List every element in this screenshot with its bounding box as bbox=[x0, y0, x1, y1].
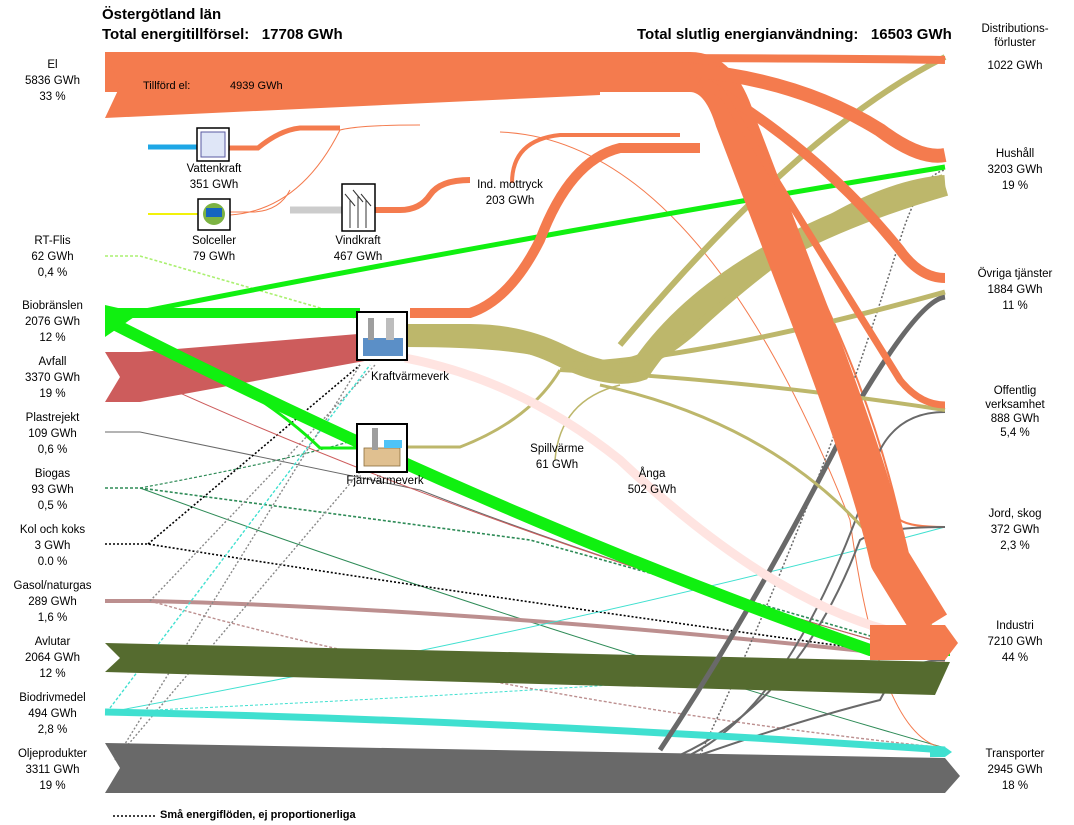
supply-value: 17708 GWh bbox=[261, 26, 343, 43]
flow-anga bbox=[404, 353, 946, 645]
supply-label: Total energitillförsel: bbox=[102, 26, 250, 43]
flow-vattenkraft bbox=[228, 125, 340, 151]
flow-oil-offentlig bbox=[689, 411, 946, 756]
tillford-el-label: Tillförd el: bbox=[143, 80, 191, 92]
use-value: 16503 GWh bbox=[870, 26, 952, 43]
fjarrvarmeverk-label: Fjärrvärmeverk bbox=[346, 475, 424, 487]
flow-heat-offentlig bbox=[559, 368, 946, 412]
sink-value-distribution: 1022 GWh bbox=[987, 60, 1043, 72]
flow-oil-hushall bbox=[657, 294, 946, 752]
flow-gasol bbox=[105, 599, 946, 662]
flow-rtflis bbox=[105, 255, 356, 319]
flow-el-mottryck bbox=[410, 143, 700, 318]
flow-el-hushall bbox=[689, 63, 947, 163]
flow-solceller bbox=[230, 189, 291, 213]
flow-spillvarme bbox=[554, 384, 621, 461]
flow-el-main bbox=[105, 52, 948, 636]
flow-oljeprodukter bbox=[105, 743, 960, 793]
solceller-icon bbox=[197, 198, 231, 231]
flow-el-mottryck-2 bbox=[510, 133, 680, 184]
tillford-el-value: 4939 GWh bbox=[230, 80, 283, 92]
use-label: Total slutlig energianvändning: bbox=[637, 26, 859, 43]
flow-biogas-fjarrvarme bbox=[139, 439, 356, 489]
flow-heat-ovriga bbox=[559, 289, 946, 368]
flow-avlutar bbox=[105, 643, 950, 695]
sink-arrow-transport bbox=[930, 747, 952, 757]
vattenkraft-icon bbox=[196, 127, 230, 162]
flow-vindkraft bbox=[375, 177, 471, 213]
legend-text: Små energiflöden, ej proportionerliga bbox=[160, 809, 356, 821]
flow-el-thin-1 bbox=[499, 131, 946, 749]
flow-avfall-industri bbox=[139, 374, 946, 661]
fjarrvarmeverk-icon bbox=[356, 423, 408, 473]
source-arrow-el bbox=[105, 52, 600, 118]
flow-heat-dist bbox=[617, 54, 947, 347]
flow-bio-industri bbox=[107, 316, 950, 656]
kraftvarmeverk-icon bbox=[356, 311, 408, 361]
vindkraft-icon bbox=[341, 183, 376, 232]
use-total: Total slutlig energianvändning: 16503 GW… bbox=[637, 26, 952, 43]
flow-bio-hushall bbox=[109, 164, 946, 321]
flow-oil-kraftvarme-dotted bbox=[114, 364, 361, 761]
flow-biodrivmedel bbox=[104, 708, 946, 754]
supply-total: Total energitillförsel: 17708 GWh bbox=[102, 26, 343, 43]
region-title: Östergötland län bbox=[102, 6, 222, 23]
flow-biodrivmedel-industri bbox=[109, 659, 946, 713]
flow-el-vatten-thin bbox=[229, 124, 421, 216]
flow-el-industri-arrow bbox=[870, 625, 958, 660]
kraftvarmeverk-label: Kraftvärmeverk bbox=[371, 371, 449, 383]
sink-label-distribution: Distributions-förluster bbox=[981, 23, 1049, 49]
flow-el-offentlig bbox=[717, 88, 946, 409]
flow-el-ovriga bbox=[697, 75, 946, 283]
flow-kol bbox=[105, 543, 946, 661]
source-arrow-bio bbox=[105, 305, 140, 337]
flow-gasol-transport bbox=[149, 600, 946, 749]
flow-el-dist bbox=[599, 54, 946, 64]
flow-fjarr-heat bbox=[405, 369, 562, 449]
